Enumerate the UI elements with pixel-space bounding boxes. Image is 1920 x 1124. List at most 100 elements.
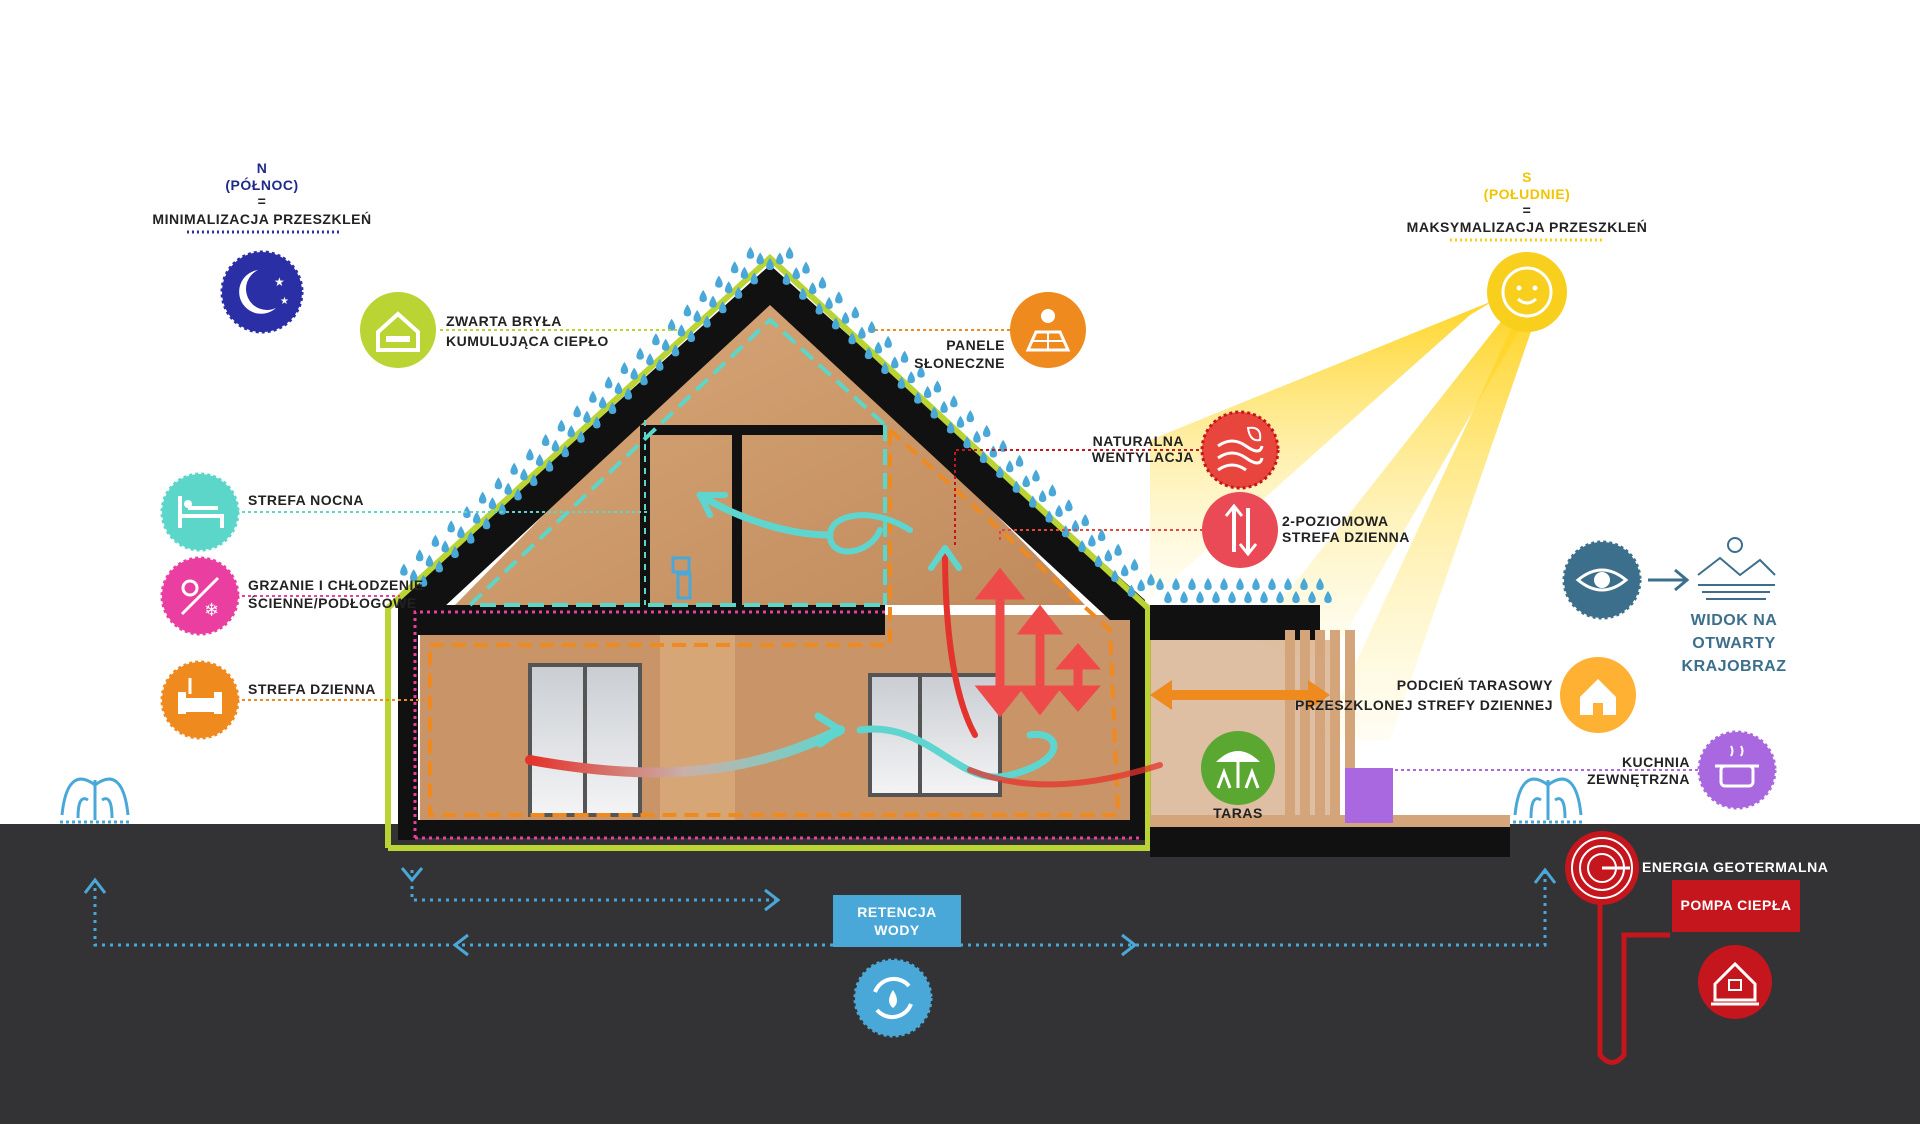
rain-drop bbox=[848, 332, 856, 345]
rain-drop bbox=[630, 367, 638, 380]
rain-drop bbox=[441, 540, 449, 553]
landscape-icon bbox=[1697, 537, 1776, 600]
rain-drop bbox=[841, 311, 850, 324]
rain-drop bbox=[431, 534, 440, 547]
zone2-label-1: 2-POZIOMOWA bbox=[1282, 513, 1389, 529]
rain-drop bbox=[604, 376, 613, 389]
rain-drop bbox=[1228, 591, 1236, 603]
rain-drop bbox=[730, 261, 739, 274]
rain-drop bbox=[593, 416, 601, 429]
heating-cooling-icon: ❄ bbox=[160, 556, 240, 636]
arrow-right-icon bbox=[1648, 568, 1690, 592]
vent-label-1: NATURALNA bbox=[1093, 433, 1184, 449]
svg-text:★: ★ bbox=[274, 275, 285, 289]
rain-drop bbox=[956, 415, 965, 428]
view-label-3: KRAJOBRAZ bbox=[1682, 658, 1787, 675]
two-level-zone-icon bbox=[1202, 492, 1278, 568]
rain-drop bbox=[526, 448, 534, 461]
solar-label-1: PANELE bbox=[946, 337, 1005, 353]
rain-drop bbox=[1236, 578, 1244, 590]
rain-drop bbox=[693, 310, 701, 322]
rain-drop bbox=[677, 324, 686, 337]
water-recycle-icon bbox=[853, 958, 933, 1038]
rain-drop bbox=[573, 405, 581, 418]
rain-drop bbox=[1308, 591, 1316, 603]
compact-label-2: KUMULUJĄCA CIEPŁO bbox=[446, 333, 609, 349]
rain-drop bbox=[478, 491, 487, 504]
rain-drop bbox=[782, 272, 791, 285]
rain-drop bbox=[1268, 578, 1276, 590]
rain-drop bbox=[1284, 578, 1292, 590]
rain-drop bbox=[1260, 591, 1268, 603]
rain-drop bbox=[1015, 454, 1024, 467]
rain-drop bbox=[1316, 578, 1324, 590]
rain-drop bbox=[400, 563, 408, 576]
rain-drop bbox=[671, 344, 680, 357]
rain-drop bbox=[946, 421, 955, 434]
bed-icon bbox=[160, 472, 240, 552]
rain-drop bbox=[636, 347, 644, 360]
rain-drop bbox=[1130, 558, 1139, 571]
rain-drop bbox=[1276, 591, 1284, 603]
rain-drop bbox=[923, 386, 932, 399]
terrace-roof-label-1: PODCIEŃ TARASOWY bbox=[1397, 677, 1553, 693]
rain-drop bbox=[467, 531, 475, 544]
rain-drop bbox=[874, 341, 883, 354]
rain-drop bbox=[1172, 578, 1180, 590]
rain-drop bbox=[808, 282, 817, 295]
rain-drop bbox=[488, 497, 497, 510]
rain-drop bbox=[973, 430, 981, 443]
north-text: MINIMALIZACJA PRZESZKLEŃ bbox=[152, 211, 371, 227]
rain-drop bbox=[640, 373, 648, 386]
rain-drop bbox=[1081, 514, 1089, 527]
rain-drop bbox=[776, 252, 784, 265]
pipe-arrowheads bbox=[83, 867, 1557, 957]
rain-drop bbox=[457, 526, 465, 538]
terrace-double-arrow bbox=[1150, 680, 1330, 710]
cooking-pot-icon bbox=[1697, 730, 1777, 810]
rain-drop bbox=[504, 482, 512, 495]
rain-drop bbox=[1094, 555, 1103, 567]
rain-drop bbox=[715, 275, 723, 288]
rain-drop bbox=[950, 395, 958, 408]
rain-drop bbox=[661, 338, 670, 351]
rain-drop bbox=[1111, 569, 1119, 582]
rain-drop bbox=[557, 419, 566, 432]
rain-drop bbox=[1055, 504, 1063, 517]
geo-label: ENERGIA GEOTERMALNA bbox=[1642, 859, 1828, 875]
rain-drop bbox=[409, 569, 418, 582]
pump-label: POMPA CIEPŁA bbox=[1680, 897, 1791, 913]
eye-icon bbox=[1562, 540, 1642, 620]
svg-text:★: ★ bbox=[280, 296, 289, 307]
north-block: N (PÓŁNOC) = MINIMALIZACJA PRZESZKLEŃ bbox=[152, 160, 371, 227]
rain-drop bbox=[740, 266, 749, 279]
rain-drop bbox=[667, 318, 676, 331]
vertical-heat-arrows bbox=[974, 567, 1101, 718]
rain-drop bbox=[825, 296, 833, 309]
rain-drop bbox=[1071, 519, 1080, 532]
rain-drop bbox=[815, 302, 824, 315]
south-letter: S bbox=[1522, 169, 1532, 185]
rain-drop bbox=[530, 474, 538, 486]
rain-drop bbox=[520, 468, 528, 481]
rain-drop bbox=[867, 321, 876, 334]
rain-drop bbox=[652, 333, 660, 346]
rain-drop bbox=[966, 410, 975, 423]
water-label-2: WODY bbox=[874, 922, 920, 938]
rain-drop bbox=[614, 382, 623, 394]
svg-text:❄: ❄ bbox=[204, 600, 219, 620]
rain-drop bbox=[687, 330, 695, 342]
sun-icon bbox=[1487, 252, 1567, 332]
sofa-icon bbox=[160, 660, 240, 740]
rain-drop bbox=[719, 301, 727, 314]
rain-drop bbox=[447, 520, 455, 533]
rain-drop bbox=[1300, 578, 1308, 590]
rain-drop bbox=[1120, 564, 1129, 577]
rain-drop bbox=[907, 371, 915, 384]
zone2-label-2: STREFA DZIENNA bbox=[1282, 529, 1410, 545]
vent-label-2: WENTYLACJA bbox=[1092, 449, 1194, 465]
terrace-umbrella-icon bbox=[1201, 731, 1275, 805]
rain-drop bbox=[535, 454, 544, 466]
rain-drop bbox=[766, 258, 774, 270]
